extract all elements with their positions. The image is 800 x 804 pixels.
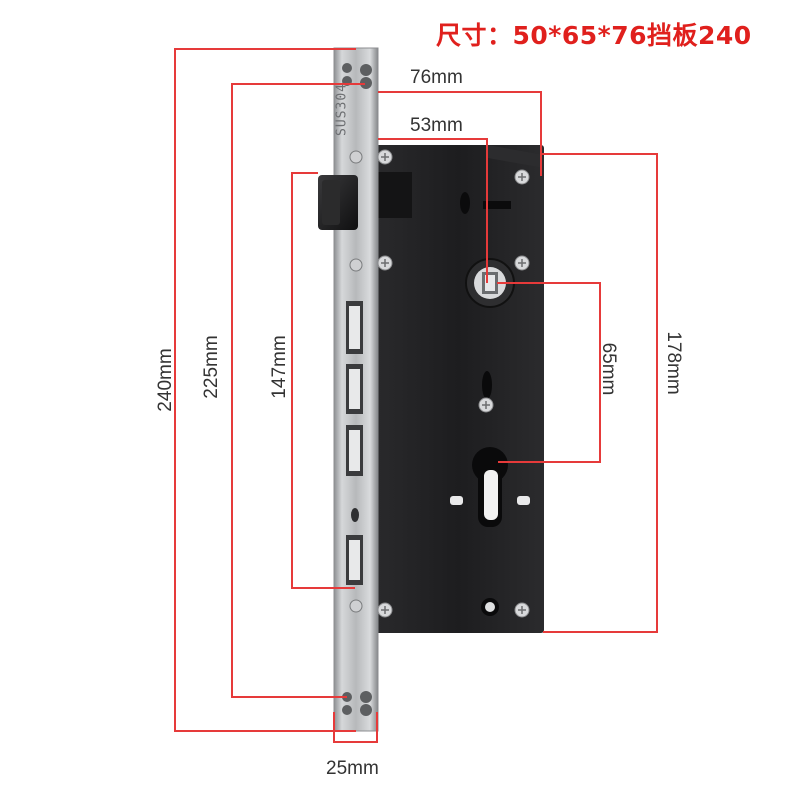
dimension-label-225mm: 225mm	[201, 335, 222, 399]
dimension-label-240mm: 240mm	[155, 348, 176, 412]
lock-body	[372, 145, 544, 633]
dimension-label-25mm: 25mm	[326, 758, 379, 779]
deadbolt	[318, 175, 358, 230]
dimension-label-53mm: 53mm	[410, 115, 463, 136]
product-title: 尺寸：50*65*76挡板240	[436, 21, 752, 50]
faceplate-stamp: SUS304	[334, 83, 350, 136]
dimension-lines	[174, 48, 658, 743]
faceplate	[333, 47, 379, 732]
dimension-label-178mm: 178mm	[663, 331, 684, 395]
dimension-label-147mm: 147mm	[269, 335, 290, 399]
dimension-label-76mm: 76mm	[410, 67, 463, 88]
dimension-label-65mm: 65mm	[598, 342, 619, 396]
